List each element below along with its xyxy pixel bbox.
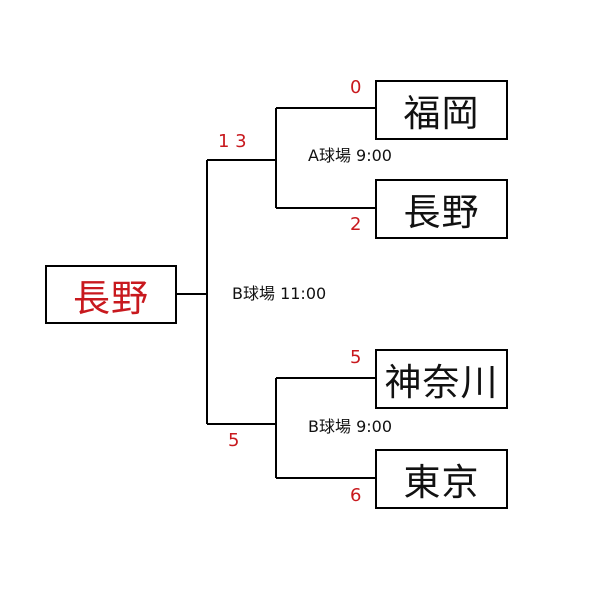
final-score-top: 1 3 <box>218 131 247 152</box>
semi-a-top-team-name: 福岡 <box>403 92 480 135</box>
semi-b-bottom-team-box: 東京 <box>375 449 508 509</box>
semi-b-bottom-team-name: 東京 <box>403 461 480 504</box>
final-score-bottom: 5 <box>228 430 240 451</box>
semi-a-top-team-box: 福岡 <box>375 80 508 140</box>
final-venue-label: B球場 11:00 <box>232 284 327 303</box>
semi-a-top-score: 0 <box>350 77 362 98</box>
semi-b-top-score: 5 <box>350 347 362 368</box>
semi-b-top-team-box: 神奈川 <box>375 349 508 409</box>
semi-a-bottom-score: 2 <box>350 214 362 235</box>
semi-a-venue-label: A球場 9:00 <box>308 146 392 165</box>
semi-a-bottom-team-box: 長野 <box>375 179 508 239</box>
semi-b-top-team-name: 神奈川 <box>384 361 499 404</box>
semi-b-venue-label: B球場 9:00 <box>308 417 392 436</box>
semi-b-bottom-score: 6 <box>350 485 362 506</box>
champion-name: 長野 <box>73 276 149 320</box>
semi-a-bottom-team-name: 長野 <box>403 191 480 234</box>
champion-box: 長野 <box>45 265 177 324</box>
